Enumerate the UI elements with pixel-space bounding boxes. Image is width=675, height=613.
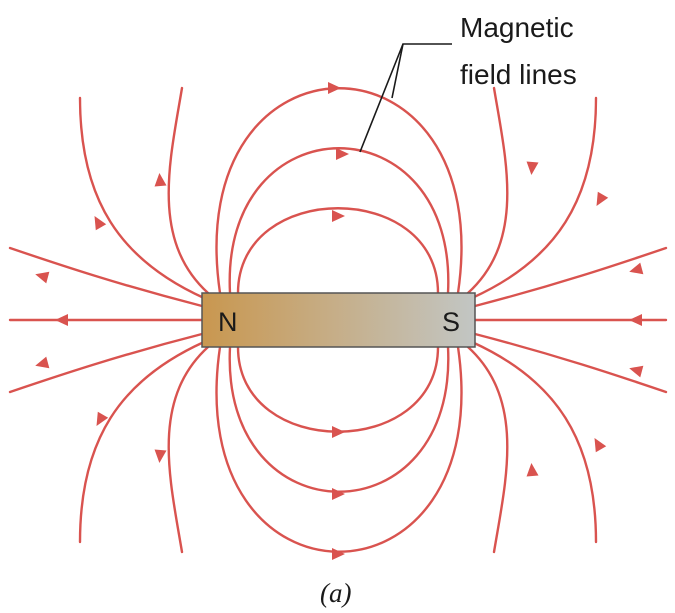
bar-magnet: [201, 292, 476, 348]
field-line-loop-bottom-outer: [215, 345, 463, 553]
callout-leader-line: [359, 43, 452, 153]
field-arrowhead-north-open-bottom-2: [96, 411, 109, 427]
field-line-south-open-bottom-3: [473, 332, 668, 394]
callout-label-line2: field lines: [460, 59, 577, 90]
field-arrowhead-south-open-bottom-3: [629, 365, 644, 378]
field-arrowhead-south-open-bottom-1: [526, 463, 539, 477]
field-arrowhead-loop-bottom-inner: [332, 426, 345, 438]
figure-caption: (a): [320, 578, 351, 608]
field-line-loop-top-inner: [236, 207, 440, 295]
field-line-north-open-bottom-3: [8, 332, 204, 394]
field-arrowhead-loop-bottom-outer: [332, 548, 345, 560]
field-line-loop-top-middle: [228, 147, 450, 295]
field-line-loop-bottom-middle: [228, 345, 450, 493]
field-arrowhead-loop-top-middle: [336, 148, 349, 160]
callout-label-line1: Magnetic: [460, 12, 574, 43]
field-arrowhead-north-open-top-2: [94, 215, 107, 231]
field-arrowhead-south-horizontal: [629, 314, 642, 326]
field-line-north-open-top-2: [78, 96, 206, 300]
field-line-south-open-bottom-2: [470, 340, 598, 544]
field-arrowhead-north-open-bottom-3: [35, 356, 50, 369]
field-line-south-open-top-2: [470, 96, 598, 300]
arrowheads-group: [35, 82, 644, 560]
callout-leader-line-secondary: [391, 43, 404, 99]
south-pole-label: S: [442, 307, 460, 337]
field-arrowhead-north-horizontal: [55, 314, 68, 326]
field-line-north-open-bottom-1: [167, 345, 210, 554]
field-arrowhead-loop-bottom-middle: [332, 488, 345, 500]
field-line-north-open-top-1: [167, 86, 210, 295]
field-arrowhead-south-open-top-1: [526, 161, 539, 175]
field-line-north-open-bottom-2: [78, 340, 206, 544]
field-arrowhead-north-open-bottom-1: [154, 449, 167, 463]
field-arrowhead-north-open-top-1: [154, 173, 167, 187]
field-arrowhead-north-open-top-3: [35, 271, 50, 284]
field-arrowhead-south-open-bottom-2: [594, 437, 607, 453]
field-line-south-open-top-3: [473, 246, 668, 308]
field-arrowhead-south-open-top-3: [629, 262, 644, 275]
field-line-north-open-top-3: [8, 246, 204, 308]
field-arrowhead-loop-top-outer: [328, 82, 341, 94]
north-pole-label: N: [218, 307, 238, 337]
field-line-loop-bottom-inner: [236, 345, 440, 433]
field-line-south-open-bottom-1: [466, 345, 509, 554]
field-line-south-open-top-1: [466, 86, 509, 295]
field-arrowhead-loop-top-inner: [332, 210, 345, 222]
field-line-loop-top-outer: [215, 87, 463, 295]
field-arrowhead-south-open-top-2: [596, 191, 609, 207]
